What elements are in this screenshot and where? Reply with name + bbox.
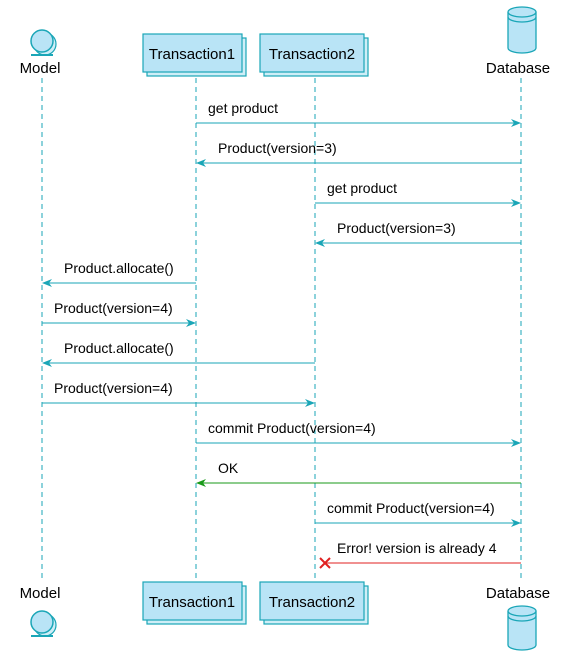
message-label: get product xyxy=(327,180,397,196)
database-label-bottom: Database xyxy=(486,585,550,602)
database-participant-top: Database xyxy=(486,6,550,77)
message-label: Product(version=3) xyxy=(337,220,456,236)
message-5: Product.allocate() xyxy=(42,260,196,287)
message-label: Product(version=3) xyxy=(218,140,337,156)
model-label-bottom: Model xyxy=(20,585,61,602)
message-7: Product.allocate() xyxy=(42,340,315,367)
message-label: Product(version=4) xyxy=(54,300,173,316)
transaction2-label-top: Transaction2 xyxy=(269,46,355,63)
message-label: Error! version is already 4 xyxy=(337,540,497,556)
message-label: Product.allocate() xyxy=(64,260,174,276)
transaction2-participant-bottom: Transaction2 xyxy=(259,581,369,625)
database-label-top: Database xyxy=(486,60,550,77)
message-8: Product(version=4) xyxy=(42,380,315,407)
message-1: get product xyxy=(196,100,521,127)
model-participant-bottom: Model xyxy=(20,585,61,637)
transaction2-participant-top: Transaction2 xyxy=(259,33,369,77)
database-icon xyxy=(507,6,537,54)
message-10: OK xyxy=(196,460,521,487)
entity-icon xyxy=(30,610,57,637)
entity-icon xyxy=(30,29,57,56)
message-2: Product(version=3) xyxy=(196,140,521,167)
message-6: Product(version=4) xyxy=(42,300,196,327)
message-label: Product(version=4) xyxy=(54,380,173,396)
message-label: commit Product(version=4) xyxy=(327,500,495,516)
model-participant-top: Model xyxy=(20,29,61,77)
message-3: get product xyxy=(315,180,521,207)
transaction2-label-bottom: Transaction2 xyxy=(269,594,355,611)
message-9: commit Product(version=4) xyxy=(196,420,521,447)
database-icon xyxy=(507,605,537,651)
error-cross-icon xyxy=(319,557,331,569)
message-label: OK xyxy=(218,460,239,476)
model-label-top: Model xyxy=(20,60,61,77)
transaction1-participant-bottom: Transaction1 xyxy=(142,581,247,625)
database-participant-bottom: Database xyxy=(486,585,550,651)
message-label: commit Product(version=4) xyxy=(208,420,376,436)
message-label: get product xyxy=(208,100,278,116)
transaction1-label-top: Transaction1 xyxy=(149,46,235,63)
message-label: Product.allocate() xyxy=(64,340,174,356)
transaction1-participant-top: Transaction1 xyxy=(142,33,247,77)
transaction1-label-bottom: Transaction1 xyxy=(149,594,235,611)
message-4: Product(version=3) xyxy=(315,220,521,247)
message-11: commit Product(version=4) xyxy=(315,500,521,527)
message-12: Error! version is already 4 xyxy=(319,540,521,569)
